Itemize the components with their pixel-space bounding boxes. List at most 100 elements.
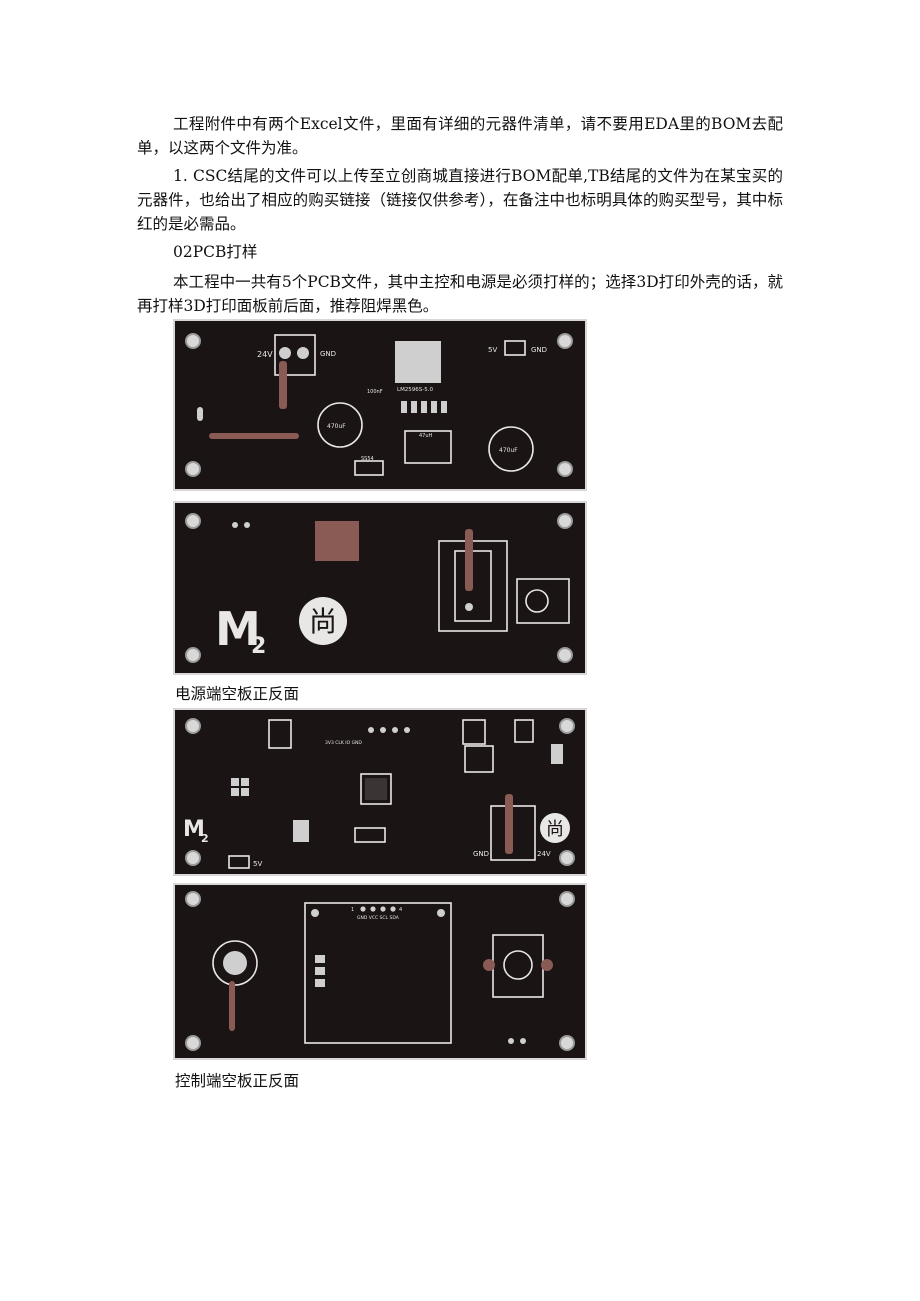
smd-pad <box>231 788 239 796</box>
chip-outline <box>514 719 534 743</box>
logo-shang-badge-small <box>540 813 570 843</box>
smd-pad <box>241 788 249 796</box>
mount-hole <box>185 461 201 477</box>
ic-pin <box>411 401 417 413</box>
silk-inductor-label: 47uH <box>419 433 433 439</box>
logo-m: M <box>215 602 261 656</box>
crystal-outline <box>354 827 386 843</box>
slot-pad <box>197 407 203 421</box>
silk-oled-label: GND VCC SCL SDA <box>357 915 400 921</box>
silk-diode-label: SS54 <box>361 456 374 462</box>
silk-gnd-label-ctrl: GND <box>473 850 489 858</box>
power-board-back-photo: M 2 尚 <box>175 503 585 673</box>
terminal-outline <box>274 334 316 376</box>
copper-trace <box>505 794 513 854</box>
silk-cap2-label: 470uF <box>499 447 518 454</box>
capacitor-outline <box>317 402 363 448</box>
copper-pad-array <box>315 521 359 561</box>
paragraph-bom-note: 1. CSC结尾的文件可以上传至立创商城直接进行BOM配单,TB结尾的文件为在某… <box>137 167 783 233</box>
smd-pad <box>241 778 249 786</box>
silk-24v-label-ctrl: 24V <box>537 850 551 858</box>
encoder-outline <box>516 578 570 624</box>
mount-hole <box>559 850 575 866</box>
via-pad <box>465 603 473 611</box>
silk-cap1-label: 470uF <box>327 423 346 430</box>
logo-shang-small: 尚 <box>546 819 564 840</box>
silk-swd-label: 3V3 CLK IO GND <box>325 740 362 746</box>
encoder-pad <box>541 959 553 971</box>
silk-24v-label: 24V <box>257 350 273 359</box>
smd-pad <box>315 955 325 963</box>
silk-gnd-label: GND <box>320 350 336 358</box>
header-outline <box>504 340 526 356</box>
swd-pad <box>404 727 410 733</box>
silk-5v-label-ctrl: 5V <box>253 860 262 868</box>
logo-2: 2 <box>251 634 266 659</box>
control-board-back-photo: 1 4 GND VCC SCL SDA <box>175 885 585 1058</box>
header-outline <box>228 855 250 869</box>
smd-pad <box>315 967 325 975</box>
mount-hole <box>557 333 573 349</box>
mount-hole <box>557 647 573 663</box>
mount-hole <box>185 718 201 734</box>
swd-pad <box>392 727 398 733</box>
copper-trace <box>229 981 235 1031</box>
oled-mount-pad <box>437 909 445 917</box>
ic-pin <box>421 401 427 413</box>
logo-shang: 尚 <box>309 605 337 638</box>
capacitor-outline <box>488 426 534 472</box>
mount-hole <box>559 1035 575 1051</box>
control-board-back-svg: 1 4 GND VCC SCL SDA <box>185 891 575 1051</box>
ic-pin <box>401 401 407 413</box>
chip-outline <box>268 719 292 749</box>
power-board-front-svg: 24V GND LM2596S-5.0 100nF 470uF 47uH SS5… <box>185 333 573 477</box>
power-board-front-photo: 24V GND LM2596S-5.0 100nF 470uF 47uH SS5… <box>175 321 585 489</box>
copper-trace <box>209 433 299 439</box>
regulator-pad <box>293 820 309 842</box>
copper-trace <box>465 529 473 591</box>
encoder-ring <box>503 950 533 980</box>
pot-outline <box>464 745 494 773</box>
buzzer-pad <box>223 951 247 975</box>
logo-m-small: M <box>183 817 205 842</box>
swd-pad <box>380 727 386 733</box>
smd-pad <box>231 778 239 786</box>
via-pad <box>244 522 250 528</box>
oled-outline <box>304 902 452 1044</box>
encoder-outline <box>492 934 544 998</box>
oled-pin <box>380 906 386 912</box>
mount-hole <box>185 850 201 866</box>
mount-hole <box>185 513 201 529</box>
section-heading-pcb: 02PCB打样 <box>173 243 258 261</box>
terminal-pad <box>297 347 309 359</box>
terminal-pad <box>279 347 291 359</box>
oled-pin <box>370 906 376 912</box>
control-board-front-photo: 3V3 CLK IO GND M 2 5V GND 24V 尚 <box>175 710 585 874</box>
via-pad <box>520 1038 526 1044</box>
chip-outline <box>462 719 486 745</box>
caption-control-board: 控制端空板正反面 <box>175 1072 300 1090</box>
mount-hole <box>557 513 573 529</box>
caption-power-board: 电源端空板正反面 <box>175 685 300 703</box>
silk-5v-label: 5V <box>488 346 497 354</box>
paragraph-excel-files: 工程附件中有两个Excel文件，里面有详细的元器件清单，请不要用EDA里的BOM… <box>137 115 783 157</box>
logo-shang-badge <box>299 597 347 645</box>
via-pad <box>232 522 238 528</box>
silk-gnd-label-2: GND <box>531 346 547 354</box>
mount-hole <box>185 1035 201 1051</box>
inductor-outline <box>404 430 452 464</box>
power-board-back-svg: M 2 尚 <box>185 513 573 663</box>
logo-2-small: 2 <box>201 832 209 845</box>
mount-hole <box>557 461 573 477</box>
smd-pad <box>551 744 563 764</box>
mount-hole <box>185 333 201 349</box>
diode-outline <box>354 460 384 476</box>
mount-hole <box>559 718 575 734</box>
silk-pin4: 4 <box>399 907 402 913</box>
control-board-front-svg: 3V3 CLK IO GND M 2 5V GND 24V 尚 <box>183 718 575 869</box>
oled-mount-pad <box>311 909 319 917</box>
silk-100nf-label: 100nF <box>367 389 383 395</box>
mcu-chip <box>365 778 387 800</box>
mount-hole <box>185 647 201 663</box>
paragraph-pcb-files: 本工程中一共有5个PCB文件，其中主控和电源是必须打样的；选择3D打印外壳的话，… <box>137 273 783 315</box>
